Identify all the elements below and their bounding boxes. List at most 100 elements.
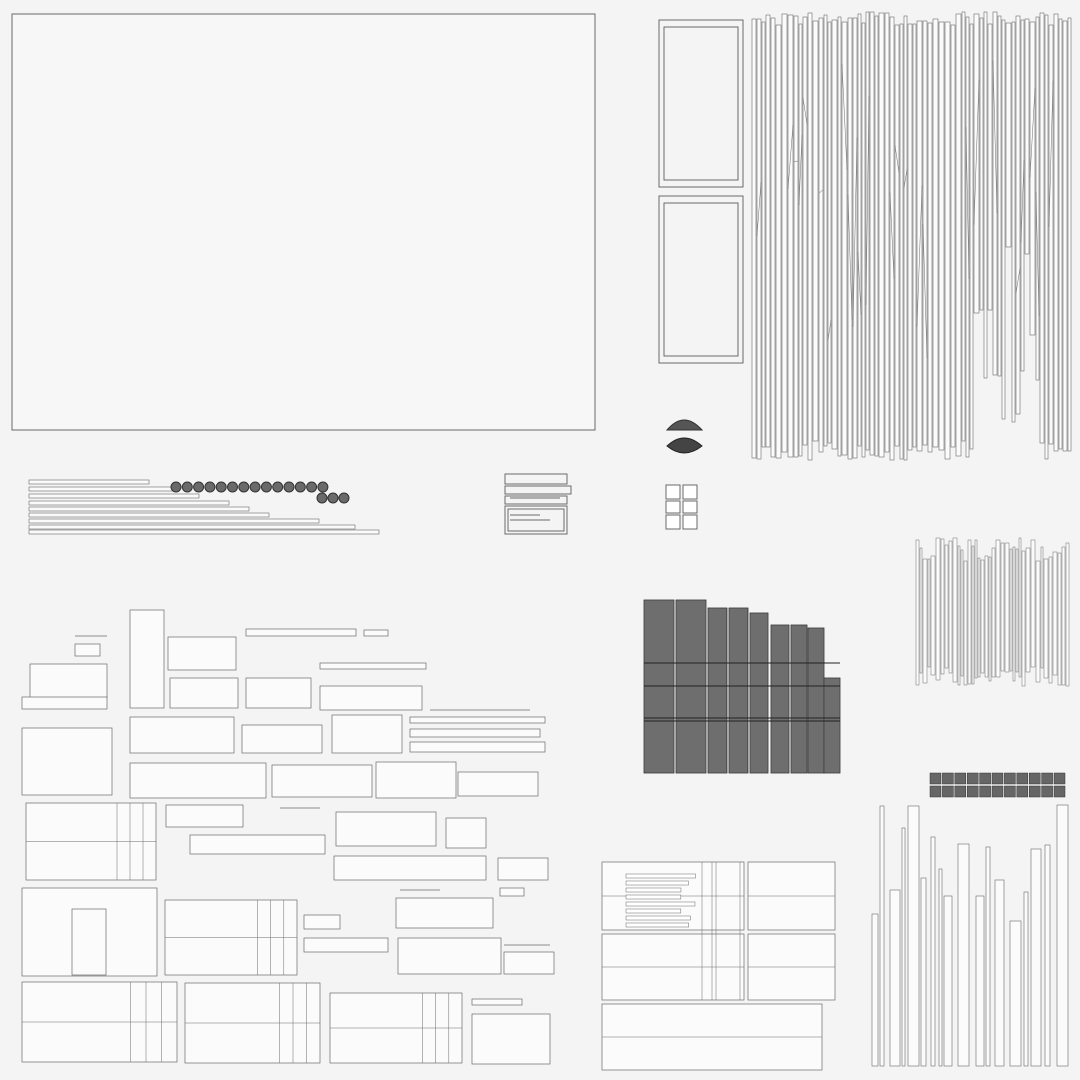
column bbox=[975, 895, 985, 1067]
slat bbox=[831, 19, 838, 450]
uv-island bbox=[74, 643, 101, 657]
slat bbox=[932, 18, 939, 448]
strip bbox=[28, 500, 230, 506]
slat-notch bbox=[1015, 268, 1021, 294]
mesh-tile bbox=[966, 785, 979, 798]
slat-notch bbox=[818, 189, 824, 194]
slat bbox=[988, 556, 992, 682]
slat bbox=[974, 539, 978, 679]
slat bbox=[963, 560, 968, 686]
slat bbox=[761, 21, 766, 448]
slat bbox=[977, 557, 981, 678]
mesh-tile bbox=[979, 772, 991, 785]
slat bbox=[818, 17, 824, 453]
slat bbox=[903, 15, 908, 461]
slat-notch bbox=[827, 320, 832, 341]
column bbox=[871, 913, 879, 1067]
ring bbox=[227, 481, 238, 493]
uv-island bbox=[471, 998, 523, 1006]
slat bbox=[837, 16, 842, 457]
slat bbox=[787, 14, 794, 458]
panel-strip bbox=[625, 901, 696, 907]
strip bbox=[28, 524, 356, 530]
mesh-tile bbox=[991, 772, 1004, 785]
uv-island bbox=[363, 629, 389, 637]
slat bbox=[1030, 539, 1036, 668]
panel-stack-bottom-center bbox=[601, 861, 836, 1071]
uv-island bbox=[333, 855, 487, 881]
mesh-tile bbox=[991, 785, 1004, 798]
slat bbox=[935, 537, 941, 681]
slat bbox=[847, 17, 853, 460]
slat bbox=[950, 24, 956, 448]
slat bbox=[841, 21, 848, 456]
mesh-tile bbox=[979, 785, 991, 798]
slat-notch bbox=[756, 182, 762, 236]
ring bbox=[204, 481, 216, 493]
slat bbox=[765, 14, 771, 448]
slat bbox=[1065, 542, 1070, 687]
slat bbox=[1040, 546, 1044, 669]
slat bbox=[944, 21, 951, 460]
slat bbox=[930, 555, 936, 676]
uv-island bbox=[319, 662, 427, 670]
panel-strip bbox=[625, 922, 689, 928]
slat bbox=[865, 11, 870, 451]
grid-column bbox=[749, 612, 769, 774]
column bbox=[957, 843, 970, 1067]
strip bbox=[28, 529, 380, 535]
slat bbox=[1011, 21, 1016, 423]
ring bbox=[294, 481, 306, 493]
mesh-tile bbox=[1041, 785, 1053, 798]
uv-island bbox=[409, 741, 546, 753]
slat bbox=[938, 21, 945, 451]
mesh-tile bbox=[954, 772, 967, 785]
slat bbox=[1021, 550, 1026, 687]
dense-grid-block bbox=[643, 599, 841, 774]
column bbox=[938, 868, 943, 1067]
slat bbox=[781, 13, 788, 453]
column bbox=[901, 827, 906, 1067]
slat bbox=[955, 13, 962, 457]
ring bbox=[306, 481, 318, 493]
ring bbox=[283, 481, 295, 493]
mesh-tile bbox=[1004, 772, 1016, 785]
panel-strip bbox=[625, 873, 696, 879]
slat bbox=[1052, 551, 1058, 676]
slat bbox=[775, 24, 782, 459]
strip bbox=[28, 479, 150, 485]
slat-notch bbox=[922, 224, 928, 358]
slat bbox=[1015, 15, 1021, 415]
slat bbox=[927, 558, 931, 668]
slat-notch bbox=[1029, 88, 1036, 178]
slat bbox=[1058, 18, 1063, 450]
slat bbox=[1029, 21, 1036, 336]
uv-island bbox=[409, 716, 546, 724]
slat bbox=[971, 545, 975, 685]
column bbox=[1030, 848, 1042, 1067]
slat bbox=[1018, 537, 1022, 678]
slat bbox=[987, 23, 993, 311]
slat bbox=[1035, 16, 1040, 381]
slat bbox=[969, 23, 974, 450]
slat bbox=[965, 16, 970, 458]
slat bbox=[961, 11, 966, 442]
slat-notch bbox=[865, 95, 870, 305]
mesh-tile bbox=[1016, 772, 1029, 785]
slat bbox=[812, 20, 819, 442]
slat bbox=[967, 539, 972, 685]
uv-island bbox=[71, 908, 107, 976]
slat bbox=[894, 24, 900, 447]
uv-island bbox=[129, 762, 267, 799]
slat bbox=[980, 559, 985, 674]
slat bbox=[995, 539, 1001, 678]
slat bbox=[1012, 546, 1016, 682]
slat bbox=[857, 13, 862, 447]
mesh-tile bbox=[929, 772, 942, 785]
slat bbox=[1001, 19, 1006, 420]
slat bbox=[960, 549, 964, 677]
slat bbox=[919, 547, 923, 674]
slat-notch bbox=[992, 60, 998, 214]
